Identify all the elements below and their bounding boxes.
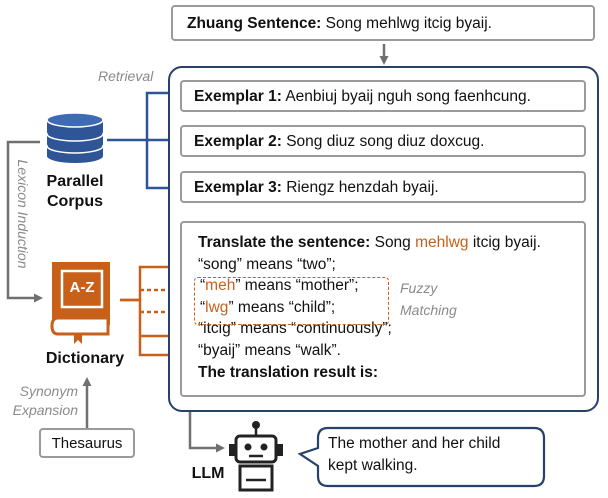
result-label: The translation result is: [198,363,379,381]
entry-meaning: ” means “mother”; [235,277,359,295]
output-line: kept walking. [328,457,418,474]
dictionary-entry: “byaij” means “walk”. [198,341,341,359]
dictionary-icon-text: A-Z [69,279,95,296]
fuzzy-matching-box [194,277,389,325]
output-speech-bubble [297,426,546,488]
parallel-corpus-line: Corpus [47,193,103,210]
exemplar-2-box: Exemplar 2: Song diuz song diuz doxcug. [180,125,586,157]
fuzzy-line: Fuzzy [400,280,438,296]
thesaurus-box: Thesaurus [39,428,135,458]
instruction-line: Translate the sentence: Song mehlwg itci… [198,232,584,254]
robot-icon [229,421,283,492]
llm-output-text: The mother and her child kept walking. [328,433,500,477]
synonym-line: Expansion [12,402,78,418]
quote: “ [200,277,206,295]
exemplar-label: Exemplar 1: [194,88,282,105]
fuzzy-word-lwg: lwg [205,298,229,316]
entry-meaning: ” means “child”; [228,298,336,316]
dictionary-label: Dictionary [45,350,125,367]
retrieval-arrows [107,89,176,192]
exemplar-text: Riengz henzdah byaij. [281,179,439,196]
retrieval-label: Retrieval [98,68,154,84]
synonym-line: Synonym [19,383,78,399]
thesaurus-label: Thesaurus [51,435,123,452]
exemplar-3-box: Exemplar 3: Riengz henzdah byaij. [180,171,586,203]
lexicon-induction-arrow [6,140,43,303]
dictionary-entry-fuzzy: “lwg” means “child”; [198,297,584,319]
dictionary-entry-fuzzy: “meh” means “mother”; [198,275,584,297]
synonym-expansion-label: Synonym Expansion [10,382,78,420]
highlighted-word: mehlwg [415,234,469,251]
zhuang-sentence-box: Zhuang Sentence: Song mehlwg itcig byaij… [171,5,595,41]
lexicon-induction-label: Lexicon Induction [15,159,31,269]
sentence-part: itcig byaij. [468,234,541,251]
parallel-corpus-label: Parallel Corpus [40,172,110,212]
exemplar-label: Exemplar 2: [194,133,282,150]
parallel-corpus-line: Parallel [46,173,104,190]
sentence-part: Song [370,234,416,251]
fuzzy-line: Matching [400,302,457,318]
instruction-label: Translate the sentence: [198,234,371,251]
zhuang-sentence-label: Zhuang Sentence: [187,15,322,32]
dictionary-entry: “song” means “two”; [198,255,336,273]
arrow-main-to-llm [188,412,225,453]
translation-prompt-box: Translate the sentence: Song mehlwg itci… [180,221,586,397]
exemplar-text: Song diuz song diuz doxcug. [281,133,485,150]
dictionary-book-icon [50,262,110,344]
database-icon [46,112,104,163]
llm-label: LLM [191,465,225,482]
quote: “ [200,298,206,316]
fuzzy-word-meh: meh [205,277,236,295]
exemplar-label: Exemplar 3: [194,179,282,196]
exemplar-text: Aenbiuj byaij nguh song faenhcung. [281,88,531,105]
output-line: The mother and her child [328,435,501,452]
exemplar-1-box: Exemplar 1: Aenbiuj byaij nguh song faen… [180,80,586,112]
fuzzy-matching-label: Fuzzy Matching [400,277,457,321]
zhuang-sentence-text: Song mehlwg itcig byaij. [321,15,492,32]
